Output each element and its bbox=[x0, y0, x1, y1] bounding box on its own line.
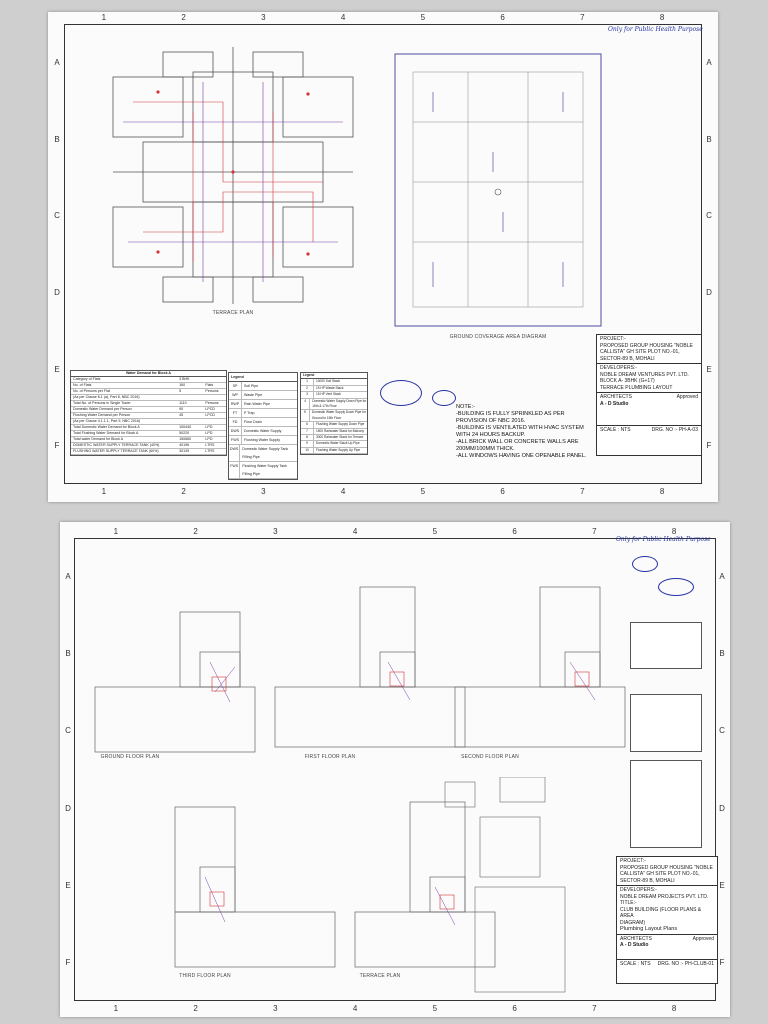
floor-plan-second: SECOND FLOOR PLAN bbox=[450, 582, 630, 762]
club-legend-stacks bbox=[630, 760, 702, 848]
floor-plan-third: THIRD FLOOR PLAN bbox=[170, 797, 340, 979]
handwritten-note: Only for Public Health Purpose bbox=[608, 26, 703, 33]
sheet-border bbox=[74, 538, 716, 1001]
sheet-border bbox=[64, 24, 702, 484]
title-block: PROJECT:- PROPOSED GROUP HOUSING "NOBLE … bbox=[616, 856, 718, 984]
note-line: 200MM/100MM THICK. bbox=[456, 446, 515, 452]
table-row: FLUSHING WATER SUPPLY TERRACE TANK (60%)… bbox=[71, 449, 226, 455]
table-row: (As per Clause 6.1 (a), Part 8, NBC 2016… bbox=[71, 395, 226, 401]
signature-stamp bbox=[632, 556, 658, 572]
club-legend-pipes bbox=[630, 694, 702, 752]
club-water-demand-table bbox=[630, 622, 702, 669]
note-line: -ALL WINDOWS HAVING ONE OPENABLE PANEL. bbox=[456, 453, 587, 459]
water-demand-table: Water Demand for Block A Category of Fla… bbox=[70, 370, 227, 456]
notes-block: NOTE:- -BUILDING IS FULLY SPRINKLED AS P… bbox=[456, 404, 606, 460]
floor-plan-ground: GROUND FLOOR PLAN bbox=[90, 592, 260, 762]
note-line: PROVISION OF NBC 2016. bbox=[456, 418, 526, 424]
ground-coverage-diagram: GROUND COVERAGE AREA DIAGRAM bbox=[393, 52, 603, 340]
note-line: -ALL BRICK WALL OR CONCRETE WALLS ARE bbox=[456, 439, 579, 445]
area-diagram bbox=[440, 777, 580, 1002]
title-block: PROJECT:- PROPOSED GROUP HOUSING "NOBLE … bbox=[596, 334, 702, 456]
handwritten-note: Only for Public Health Purpose bbox=[616, 536, 711, 543]
terrace-plan-caption: TERRACE PLAN bbox=[212, 310, 254, 316]
approval-stamp bbox=[658, 578, 694, 596]
floor-plan-terrace: TERRACE PLAN bbox=[350, 797, 500, 979]
table-row: (As per Clause 4.1.1.1, Part 9, NBC 2016… bbox=[71, 419, 226, 425]
floor-plan-first: FIRST FLOOR PLAN bbox=[270, 582, 470, 762]
note-line: WITH 24 HOURS BACKUP. bbox=[456, 432, 526, 438]
terrace-plan-drawing: TERRACE PLAN bbox=[103, 42, 363, 316]
table-title: Water Demand for Block A bbox=[71, 371, 226, 377]
ground-coverage-caption: GROUND COVERAGE AREA DIAGRAM bbox=[449, 334, 547, 340]
approval-stamp bbox=[380, 380, 422, 406]
note-line: -BUILDING IS VENTILATED WITH HVAC SYSTEM bbox=[456, 425, 584, 431]
legend-title: Legend bbox=[229, 373, 297, 382]
table-row: DOMESTIC WATER SUPPLY TERRACE TANK (40%)… bbox=[71, 443, 226, 449]
signature-stamp bbox=[432, 390, 456, 406]
legend-title: Legend bbox=[301, 373, 367, 380]
note-line: -BUILDING IS FULLY SPRINKLED AS PER bbox=[456, 411, 565, 417]
